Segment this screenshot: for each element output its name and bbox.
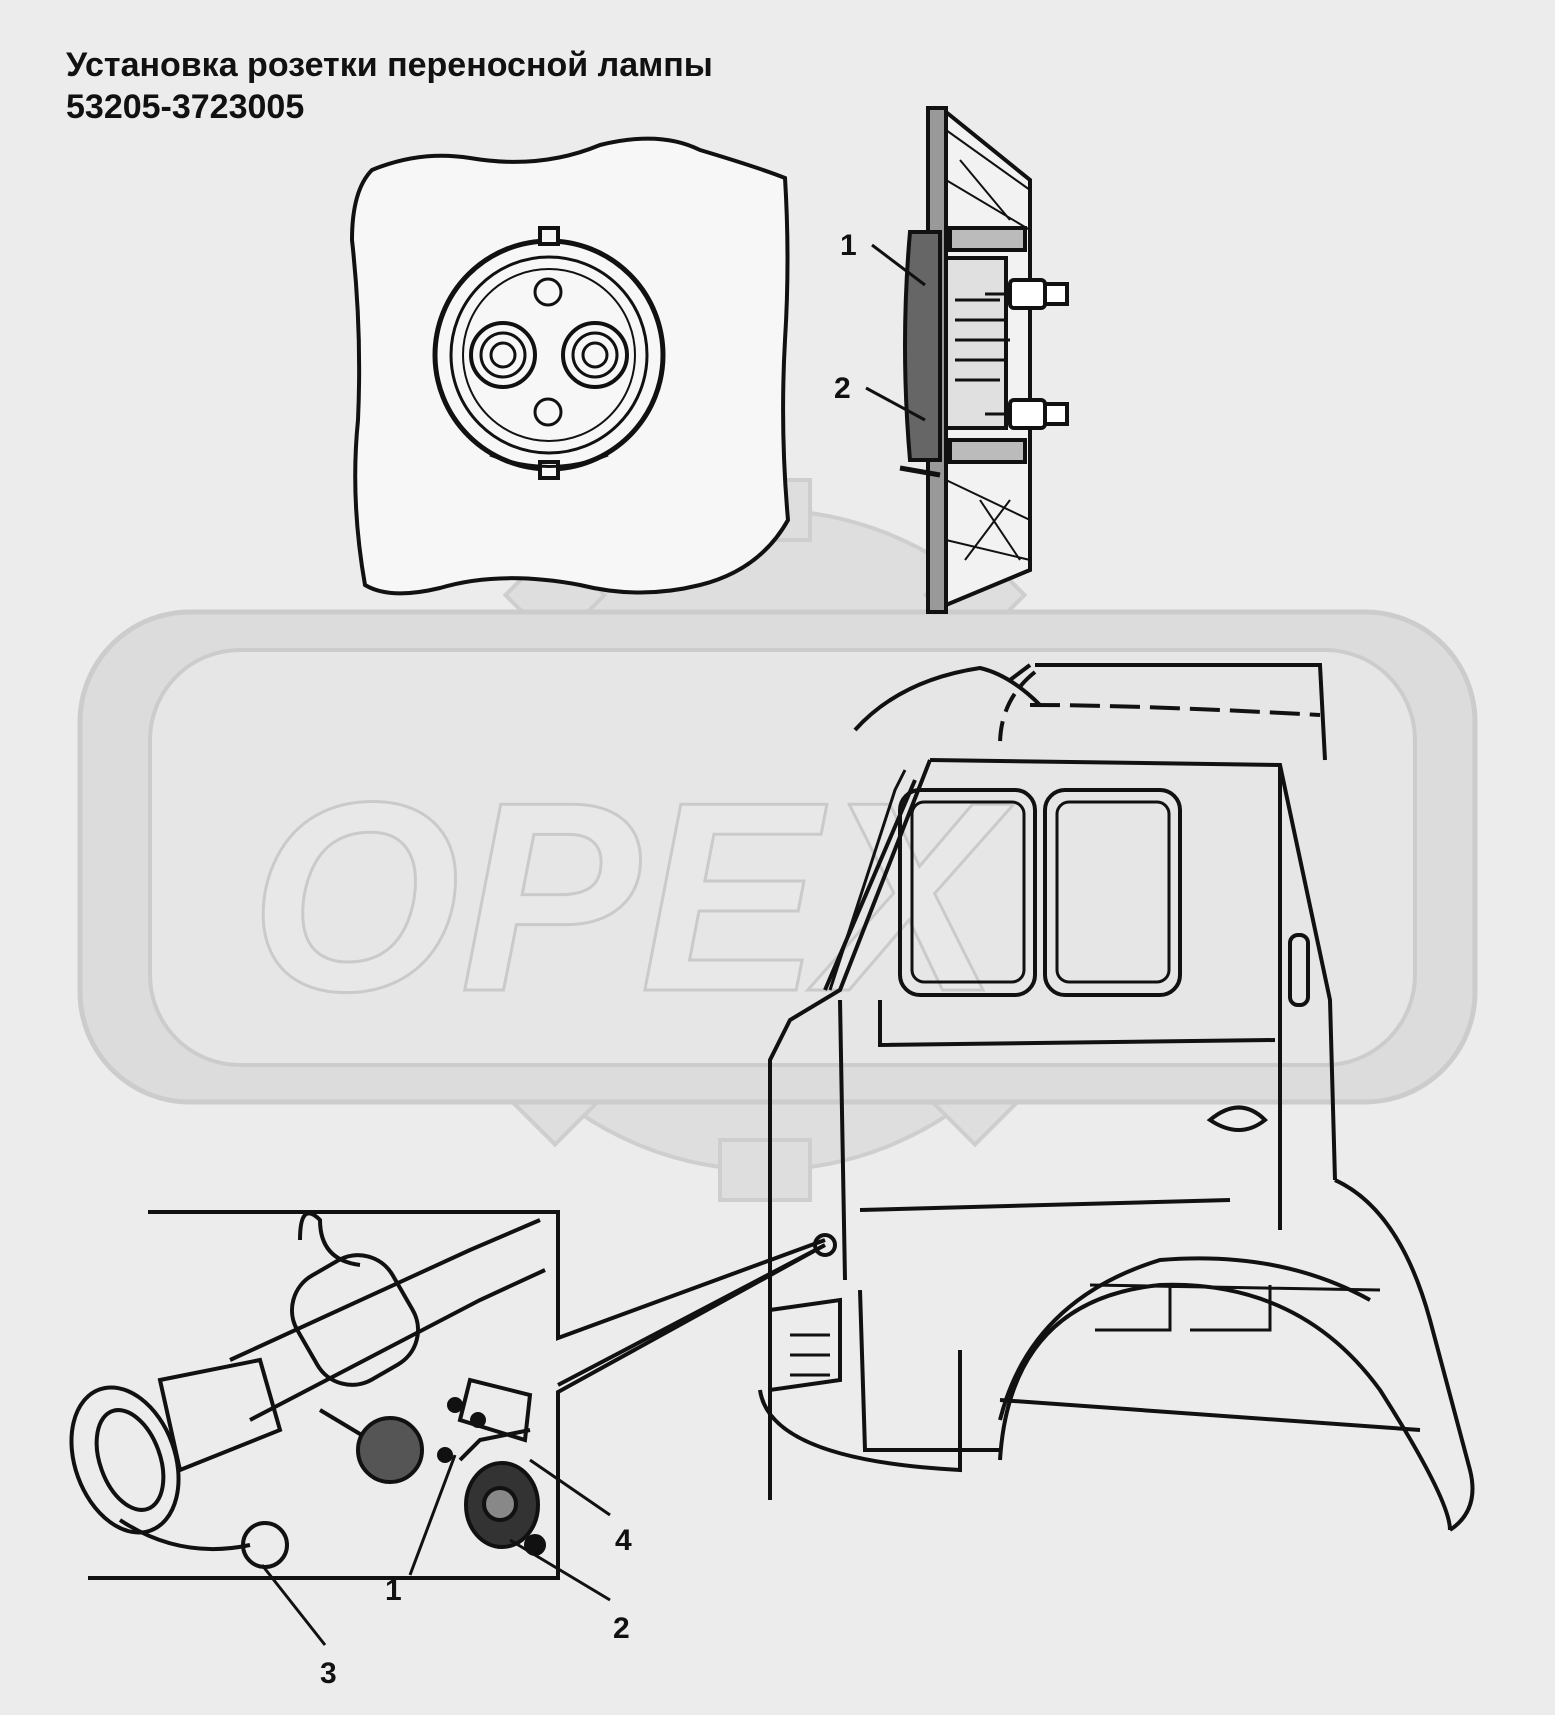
truck-cab-illustration xyxy=(758,663,1475,1532)
title-line-2: 53205-3723005 xyxy=(66,88,305,126)
watermark-logo: ОРЕХ xyxy=(77,478,1478,1202)
section-callouts: 1 2 xyxy=(834,229,926,422)
exploded-view-frame xyxy=(88,1210,826,1580)
socket-face-view xyxy=(349,136,791,596)
diagram-title: Установка розетки переносной лампы 53205… xyxy=(66,44,713,128)
watermark-text: ОРЕХ xyxy=(250,747,1014,1048)
exploded-callouts: 1 2 3 4 xyxy=(260,1454,632,1690)
portable-lamp-illustration xyxy=(69,1211,546,1569)
exploded-callout-4: 4 xyxy=(615,1524,632,1557)
exploded-callout-1: 1 xyxy=(385,1574,402,1607)
exploded-callout-2: 2 xyxy=(613,1612,630,1645)
section-callout-1: 1 xyxy=(840,229,857,262)
section-callout-2: 2 xyxy=(834,372,851,405)
title-line-1: Установка розетки переносной лампы xyxy=(66,46,713,84)
exploded-callout-3: 3 xyxy=(320,1657,337,1690)
socket-section-view xyxy=(899,106,1069,614)
